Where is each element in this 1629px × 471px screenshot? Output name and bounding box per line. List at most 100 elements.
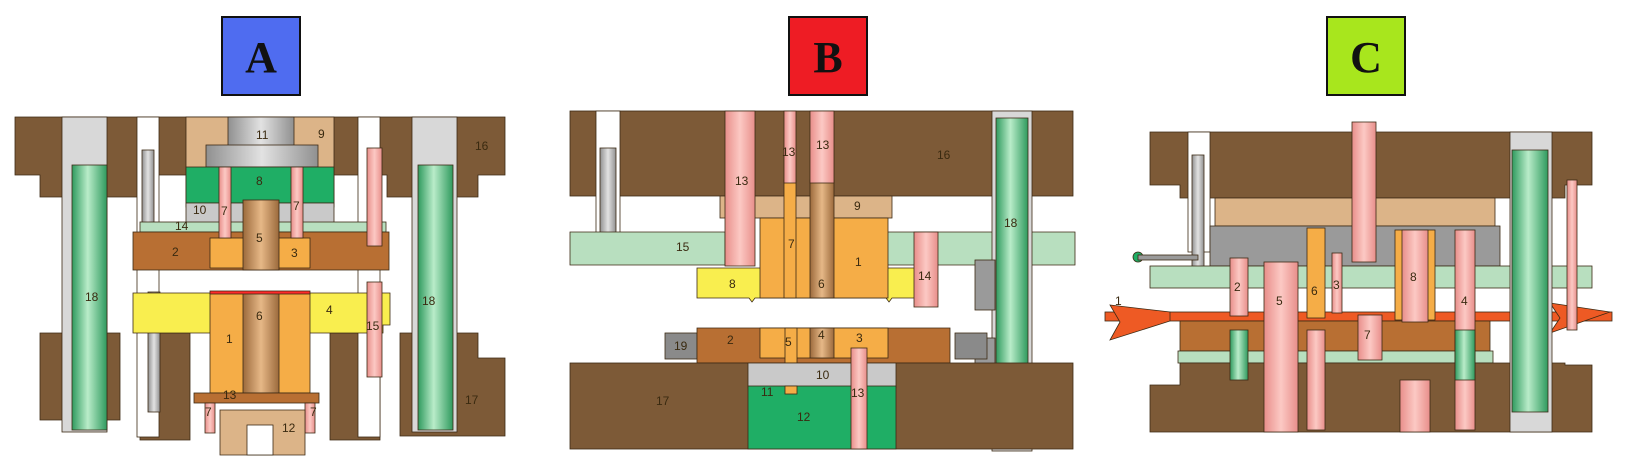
tag-a: A	[221, 16, 301, 96]
label-7c-a: 7	[205, 405, 212, 419]
guide-clamp-upper-b	[974, 259, 996, 311]
label-18-b: 18	[1004, 216, 1018, 230]
label-13a-b: 13	[735, 174, 749, 188]
label-19-b: 19	[674, 339, 688, 353]
label-3-b: 3	[856, 331, 863, 345]
label-18-right-a: 18	[422, 294, 436, 308]
block-19-b	[664, 332, 698, 360]
panel-c: C 1	[1104, 16, 1613, 433]
punch-6-c	[1306, 227, 1326, 319]
tag-c: C	[1326, 16, 1406, 96]
punch-6-a	[242, 292, 280, 394]
punch-13-right-b	[809, 110, 835, 184]
guide-pillar-left-a	[71, 164, 108, 431]
pin-7-lower-left-a	[204, 402, 216, 434]
plate-10-b	[747, 362, 897, 389]
label-5-c: 5	[1276, 294, 1283, 308]
label-3-c: 3	[1333, 278, 1340, 292]
insert-4-b	[809, 327, 835, 359]
spring-pin-c	[1566, 179, 1578, 331]
label-2-b: 2	[727, 333, 734, 347]
plate-13-a	[193, 392, 320, 404]
pin-13-lower-b	[850, 347, 868, 450]
spring-lower-a	[366, 281, 383, 378]
label-7d-a: 7	[310, 405, 317, 419]
label-1-c: 1	[1115, 294, 1122, 308]
label-17-b: 17	[656, 394, 670, 408]
label-14-b: 14	[918, 269, 932, 283]
label-13c-b: 13	[816, 138, 830, 152]
label-18-left-a: 18	[85, 290, 99, 304]
label-5-a: 5	[256, 231, 263, 245]
label-7a-a: 7	[221, 204, 228, 218]
block-12-b	[747, 385, 897, 450]
block-19-right-b	[954, 332, 988, 360]
punch-3-c	[1331, 252, 1343, 314]
punch-8-core-c	[1401, 229, 1429, 323]
label-15-b: 15	[676, 240, 690, 254]
punch-5-a	[242, 199, 280, 271]
label-13-a: 13	[223, 388, 237, 402]
tag-a-text: A	[245, 33, 277, 82]
punch-5-c	[1263, 261, 1299, 433]
label-1-a: 1	[226, 332, 233, 346]
label-6-a: 6	[256, 309, 263, 323]
label-9-b: 9	[854, 199, 861, 213]
label-16-a: 16	[475, 139, 489, 153]
punch-2-c	[1229, 257, 1249, 317]
tag-b-text: B	[813, 33, 842, 82]
label-15-a: 15	[366, 319, 380, 333]
block-8-lower-c	[1399, 379, 1431, 433]
block-12-slot-a	[246, 424, 274, 456]
guide-pillar-b	[995, 117, 1029, 399]
pin-7-right-a	[290, 166, 304, 239]
spring-upper-a	[366, 147, 383, 247]
panel-a: A	[14, 16, 506, 456]
label-7-b: 7	[788, 237, 795, 251]
screw-b	[599, 147, 617, 235]
label-17-a: 17	[465, 393, 479, 407]
punch-2-lower-c	[1229, 329, 1249, 381]
label-2-a: 2	[172, 245, 179, 259]
label-13d-b: 13	[851, 386, 865, 400]
pin-7-left-a	[218, 166, 232, 239]
label-16-b: 16	[937, 148, 951, 162]
label-9-a: 9	[318, 127, 325, 141]
label-3-a: 3	[291, 246, 298, 260]
plate-lightgreen-lower-c	[1177, 350, 1494, 364]
label-4-b: 4	[818, 328, 825, 342]
label-8-a: 8	[256, 174, 263, 188]
plate-8-a	[185, 166, 335, 204]
label-10-b: 10	[816, 368, 830, 382]
punch-tall-c	[1351, 121, 1377, 263]
panel-b: B	[569, 16, 1076, 452]
stripper-c	[1179, 320, 1491, 352]
label-11-a: 11	[256, 128, 269, 142]
punch-13-mid-b	[783, 110, 797, 184]
punch-4-lower-c	[1454, 329, 1476, 381]
label-1-b: 1	[855, 255, 862, 269]
sensor-arm-c	[1137, 254, 1199, 261]
label-7b-a: 7	[293, 199, 300, 213]
label-10-a: 10	[193, 203, 207, 217]
pin-11-b	[784, 385, 798, 395]
label-8-c: 8	[1410, 270, 1417, 284]
tag-c-text: C	[1350, 33, 1382, 82]
plate-green-c	[1149, 265, 1593, 289]
label-6-c: 6	[1311, 284, 1318, 298]
label-4-c: 4	[1461, 294, 1468, 308]
label-11-b: 11	[761, 385, 774, 399]
pin-14-b	[913, 231, 939, 308]
label-7-c: 7	[1364, 328, 1371, 342]
guide-pillar-c	[1511, 149, 1549, 413]
part-11-flange-a	[205, 144, 319, 168]
label-12-a: 12	[282, 421, 296, 435]
guide-pillar-right-a	[417, 164, 454, 431]
punch-7-c	[1357, 314, 1383, 361]
label-5-b: 5	[785, 335, 792, 349]
label-14-a: 14	[175, 219, 189, 233]
label-12-b: 12	[797, 410, 811, 424]
label-13b-b: 13	[782, 145, 796, 159]
strip-a	[209, 290, 311, 295]
punch-6-b	[809, 179, 835, 299]
